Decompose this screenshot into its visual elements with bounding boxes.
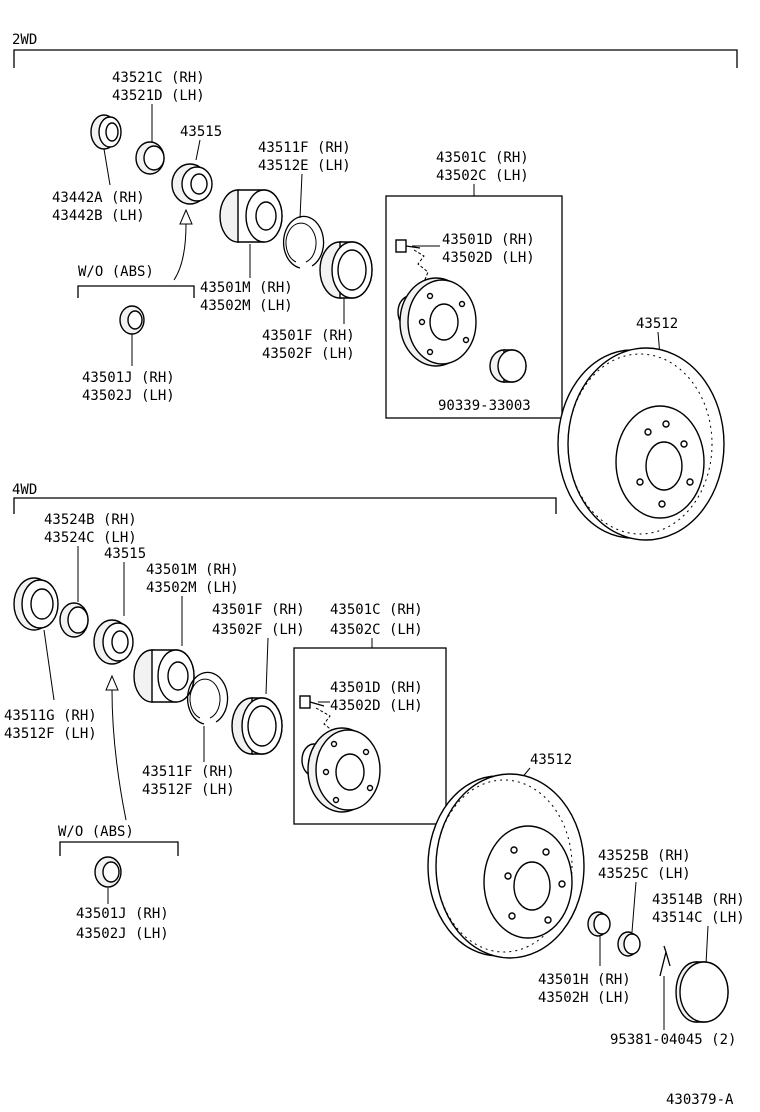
label-43511g-rh: 43511G (RH)	[4, 708, 97, 724]
label-43501j-rh-4wd: 43501J (RH)	[76, 906, 169, 922]
label-43501f-rh-2wd: 43501F (RH)	[262, 328, 355, 344]
hub-bolt-43501d-2wd	[395, 239, 421, 253]
label-43442-rh: 43442A (RH)	[52, 190, 145, 206]
label-43501m-lh-4wd: 43502M (LH)	[146, 580, 239, 596]
bracket-woabs-2wd	[77, 285, 195, 298]
label-43501f-lh-2wd: 43502F (LH)	[262, 346, 355, 362]
label-43501h-lh: 43502H (LH)	[538, 990, 631, 1006]
arrow-stem-2wd	[173, 223, 187, 281]
oil-seal-43442	[90, 114, 122, 150]
label-43501c-rh-2wd: 43501C (RH)	[436, 150, 529, 166]
label-43511f-lh-4wd: 43512F (LH)	[142, 782, 235, 798]
leader-43511-2wd	[299, 173, 303, 219]
bearing-race-43524	[59, 602, 89, 638]
figure-id: 430379-A	[666, 1092, 734, 1108]
label-43511g-lh: 43512F (LH)	[4, 726, 97, 742]
label-43524-lh: 43524C (LH)	[44, 530, 137, 546]
label-43501d-lh-2wd: 43502D (LH)	[442, 250, 535, 266]
spacer-43501j-4wd	[94, 856, 122, 888]
label-43521-rh: 43521C (RH)	[112, 70, 205, 86]
snap-ring-inner-4wd	[189, 678, 221, 719]
label-woabs-4wd: W/O (ABS)	[58, 824, 134, 840]
axle-hub-43501c-2wd	[397, 277, 477, 367]
label-43515: 43515	[180, 124, 222, 140]
label-43501f-rh-4wd: 43501F (RH)	[212, 602, 305, 618]
dash-leader-bolt-2wd	[413, 249, 429, 283]
disc-rotor-43512-2wd	[557, 347, 725, 541]
snap-ring-43511f-4wd	[186, 671, 229, 725]
label-43501m-rh-2wd: 43501M (RH)	[200, 280, 293, 296]
label-woabs-2wd: W/O (ABS)	[78, 264, 154, 280]
label-43511f-rh-4wd: 43511F (RH)	[142, 764, 235, 780]
label-43514-rh: 43514B (RH)	[652, 892, 745, 908]
leader-43515	[195, 139, 201, 161]
label-43525-lh: 43525C (LH)	[598, 866, 691, 882]
label-43525-rh: 43525B (RH)	[598, 848, 691, 864]
bracket-woabs-4wd	[59, 841, 179, 856]
label-43501d-lh-4wd: 43502D (LH)	[330, 698, 423, 714]
spacer-43501j-2wd	[119, 305, 145, 335]
label-43501c-lh-2wd: 43502C (LH)	[436, 168, 529, 184]
cotter-pin-95381	[659, 945, 671, 977]
label-43501d-rh-4wd: 43501D (RH)	[330, 680, 423, 696]
disc-rotor-43512-4wd	[427, 773, 585, 959]
bearing-43515-4wd	[93, 619, 134, 665]
bearing-43501m-4wd	[133, 649, 195, 703]
hub-bolt-43501d-4wd	[299, 695, 325, 709]
section-bracket-2wd	[13, 49, 738, 68]
label-43442-lh: 43442B (LH)	[52, 208, 145, 224]
label-43501j-rh-2wd: 43501J (RH)	[82, 370, 175, 386]
label-43501c-rh-4wd: 43501C (RH)	[330, 602, 423, 618]
arrow-head-2wd	[179, 208, 193, 225]
label-43501d-rh-2wd: 43501D (RH)	[442, 232, 535, 248]
bearing-race-43521	[135, 141, 165, 175]
label-43501c-lh-4wd: 43502C (LH)	[330, 622, 423, 638]
hub-box-2wd	[385, 195, 563, 419]
section-bracket-4wd	[13, 497, 557, 514]
cap-90339-2wd	[489, 349, 527, 383]
label-43511-rh-2wd: 43511F (RH)	[258, 140, 351, 156]
label-43512-4wd: 43512	[530, 752, 572, 768]
label-95381: 95381-04045 (2)	[610, 1032, 736, 1048]
arrow-stem-4wd	[111, 689, 127, 821]
label-43501j-lh-4wd: 43502J (LH)	[76, 926, 169, 942]
label-43514-lh: 43514C (LH)	[652, 910, 745, 926]
leader-43525	[631, 881, 637, 933]
hub-box-4wd	[293, 647, 447, 825]
deflector-43501f-4wd	[231, 697, 283, 755]
nut-lock-43525	[617, 931, 641, 957]
leader-43511g	[43, 629, 55, 701]
axle-hub-43501c-4wd	[301, 727, 381, 813]
bearing-43501m-2wd	[219, 189, 283, 243]
arrow-head-4wd	[105, 674, 119, 691]
label-43512-2wd: 43512	[636, 316, 678, 332]
bearing-43515	[171, 163, 213, 205]
snap-ring-43511-2wd	[282, 215, 325, 269]
oil-seal-43511g	[13, 577, 59, 631]
label-43501f-lh-4wd: 43502F (LH)	[212, 622, 305, 638]
label-43511-lh-2wd: 43512E (LH)	[258, 158, 351, 174]
section-label-4wd: 4WD	[12, 482, 37, 498]
label-43501j-lh-2wd: 43502J (LH)	[82, 388, 175, 404]
leader-43501f-4wd	[265, 637, 269, 695]
label-43501m-lh-2wd: 43502M (LH)	[200, 298, 293, 314]
deflector-43501f-2wd	[319, 241, 373, 299]
label-43515-4wd: 43515	[104, 546, 146, 562]
label-43524-rh: 43524B (RH)	[44, 512, 137, 528]
hub-nut-43501h	[587, 911, 611, 937]
leader-43514	[705, 925, 709, 965]
grease-cap-43514	[675, 961, 729, 1023]
section-label-2wd: 2WD	[12, 32, 37, 48]
leader-43442	[103, 148, 111, 186]
snap-ring-inner-2wd	[285, 222, 317, 263]
label-43501m-rh-4wd: 43501M (RH)	[146, 562, 239, 578]
label-90339: 90339-33003	[438, 398, 531, 414]
label-43521-lh: 43521D (LH)	[112, 88, 205, 104]
label-43501h-rh: 43501H (RH)	[538, 972, 631, 988]
